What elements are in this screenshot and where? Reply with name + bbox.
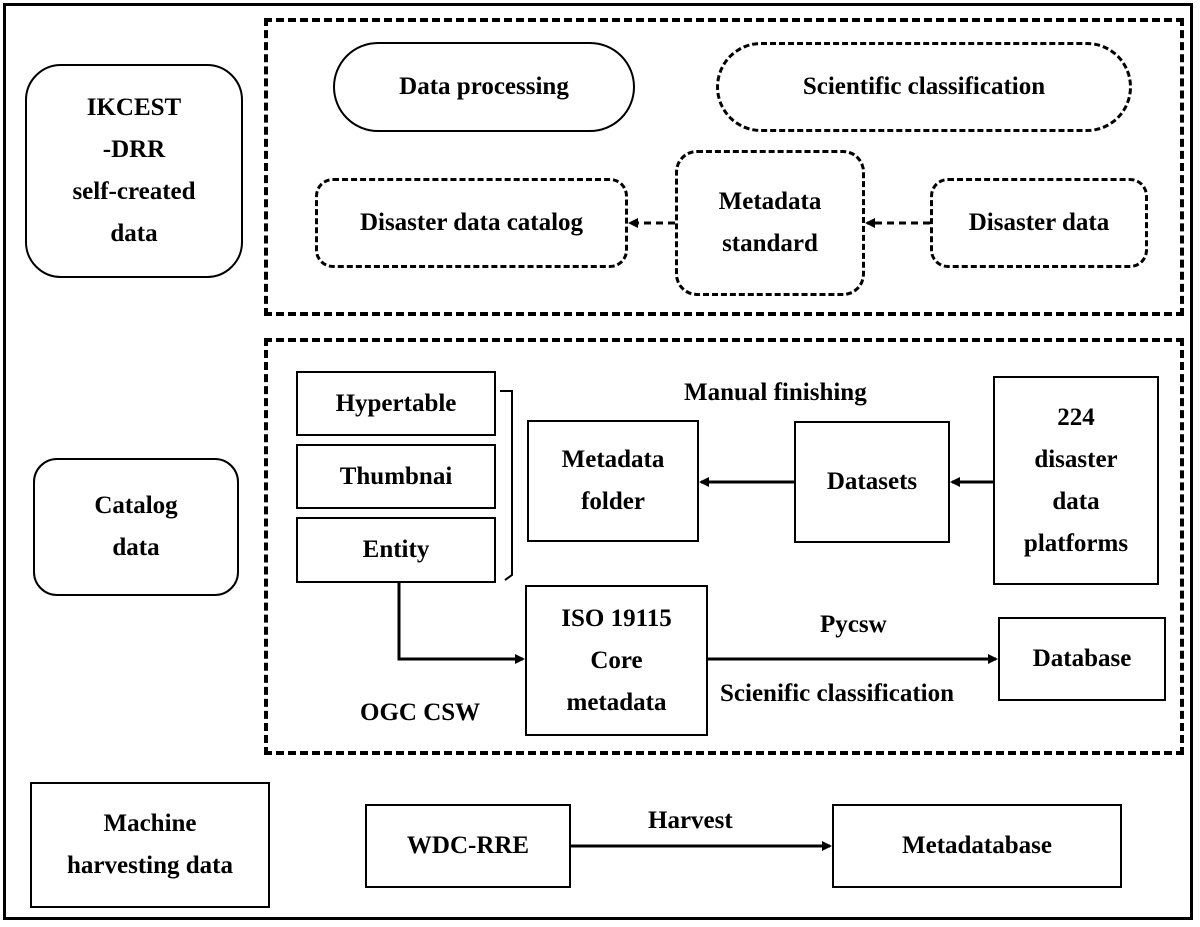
platforms-line-3: data: [1052, 487, 1100, 515]
scientific-classification-label: Scientific classification: [802, 73, 1046, 100]
manual-finishing-label: Manual finishing: [684, 379, 867, 406]
iso-line-3: metadata: [566, 688, 667, 716]
platforms-line-4: platforms: [1023, 529, 1129, 557]
metadatabase-label: Metadatabase: [902, 832, 1052, 859]
metadata-folder-node: Metadata folder: [527, 420, 699, 542]
database-label: Database: [1032, 645, 1132, 672]
platforms-line-1: 224: [1057, 403, 1095, 431]
disaster-data-catalog-label: Disaster data catalog: [359, 209, 584, 236]
platforms-line-2: disaster: [1034, 445, 1118, 473]
metadatabase-node: Metadatabase: [832, 804, 1122, 888]
scienific-classification-label: Scienific classification: [720, 680, 954, 707]
disaster-data-label: Disaster data: [968, 209, 1110, 236]
self-created-line-2: -DRR: [102, 136, 166, 163]
self-created-line-4: data: [110, 220, 158, 247]
catalog-data-box: Catalog data: [33, 458, 239, 596]
entity-node: Entity: [296, 517, 496, 583]
stack-bracket: [500, 390, 513, 581]
machine-line-2: harvesting data: [67, 852, 233, 879]
disaster-data-node: Disaster data: [930, 178, 1148, 268]
datasets-node: Datasets: [794, 421, 950, 543]
disaster-data-catalog-node: Disaster data catalog: [315, 178, 628, 268]
metadata-standard-line-1: Metadata: [718, 188, 822, 215]
iso-line-1: ISO 19115: [561, 604, 672, 632]
scientific-classification-node: Scientific classification: [716, 42, 1132, 132]
catalog-line-2: data: [112, 534, 160, 561]
catalog-region: [264, 338, 1184, 755]
self-created-data-box: IKCEST -DRR self-created data: [25, 64, 243, 278]
data-processing-label: Data processing: [399, 73, 569, 100]
metadata-standard-line-2: standard: [722, 230, 818, 257]
self-created-line-1: IKCEST: [86, 94, 182, 121]
wdc-rre-label: WDC-RRE: [406, 832, 530, 859]
data-processing-node: Data processing: [333, 42, 635, 132]
database-node: Database: [998, 617, 1166, 701]
machine-line-1: Machine: [103, 810, 197, 837]
arrow-entity-to-iso: [397, 583, 525, 664]
hypertable-label: Hypertable: [335, 389, 457, 417]
entity-label: Entity: [362, 536, 430, 563]
self-created-line-3: self-created: [72, 178, 196, 205]
pycsw-label: Pycsw: [820, 611, 887, 638]
metadata-standard-node: Metadata standard: [675, 150, 865, 296]
hypertable-node: Hypertable: [296, 371, 496, 436]
catalog-line-1: Catalog: [94, 492, 178, 519]
datasets-label: Datasets: [826, 468, 918, 495]
thumbnai-node: Thumbnai: [296, 444, 496, 509]
thumbnai-label: Thumbnai: [339, 462, 453, 490]
self-created-region: [264, 18, 1184, 316]
metadata-folder-line-2: folder: [581, 488, 645, 515]
platforms-node: 224 disaster data platforms: [993, 376, 1159, 585]
wdc-rre-node: WDC-RRE: [365, 804, 571, 888]
iso-line-2: Core: [590, 646, 643, 674]
machine-harvesting-box: Machine harvesting data: [30, 782, 270, 908]
iso-core-metadata-node: ISO 19115 Core metadata: [525, 585, 708, 736]
outer-frame: [3, 3, 1193, 920]
ogc-csw-label: OGC CSW: [360, 699, 481, 726]
metadata-folder-line-1: Metadata: [561, 446, 665, 473]
harvest-label: Harvest: [648, 807, 733, 834]
